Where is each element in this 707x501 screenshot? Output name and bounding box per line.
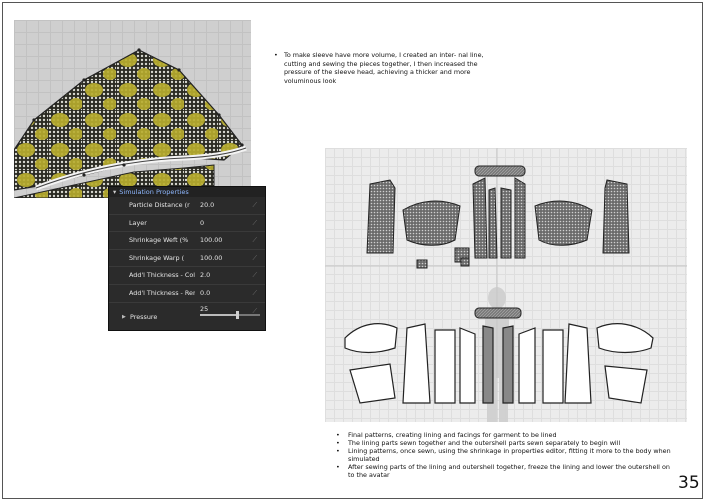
pattern-layout-screenshot [325, 148, 687, 422]
property-row[interactable]: Add'l Thickness - Ren 0.0 ⟋ [109, 285, 265, 303]
property-value[interactable]: 2.0 [200, 271, 211, 280]
note-item: Final patterns, creating lining and faci… [334, 431, 674, 440]
property-label: Particle Distance (r [129, 201, 190, 209]
panel-header[interactable]: ▾Simulation Properties [109, 187, 265, 197]
property-row[interactable]: Layer 0 ⟋ [109, 215, 265, 233]
sleeve-fabric-pattern [14, 48, 247, 198]
link-icon[interactable]: ⟋ [252, 201, 257, 209]
link-icon[interactable]: ⟋ [252, 236, 257, 245]
note-item: Lining patterns, once sewn, using the sh… [334, 447, 674, 464]
note-item: After sewing parts of the lining and out… [334, 463, 674, 480]
property-label: Add'l Thickness - Ren [129, 288, 195, 297]
property-label: Layer [129, 218, 147, 227]
pressure-value[interactable]: 25 [200, 304, 209, 313]
pressure-slider[interactable] [200, 310, 260, 319]
lining-notes: Final patterns, creating lining and faci… [334, 431, 674, 480]
page-number: 35 [678, 473, 700, 493]
slider-handle[interactable] [236, 310, 240, 319]
sleeve-note: To make sleeve have more volume, I creat… [272, 51, 502, 85]
property-label: Shrinkage Weft (% [129, 236, 189, 245]
slider-fill [200, 313, 238, 316]
link-icon[interactable]: ⟋ [252, 306, 257, 315]
collapse-triangle-icon[interactable]: ▾ [113, 188, 117, 196]
link-icon[interactable]: ⟋ [252, 271, 257, 280]
property-value[interactable]: 20.0 [200, 201, 215, 209]
sleeve-simulation-screenshot [14, 20, 251, 198]
property-label: Add'l Thickness - Collis [129, 271, 195, 280]
property-label: Shrinkage Warp ( [129, 253, 185, 262]
link-icon[interactable]: ⟋ [252, 288, 257, 297]
property-row[interactable]: Shrinkage Warp ( 100.00 ⟋ [109, 250, 265, 268]
pattern-pieces [325, 148, 687, 422]
property-value[interactable]: 100.00 [200, 236, 223, 245]
note-item: The lining parts sewn together and the o… [334, 439, 674, 448]
simulation-properties-panel: ▾Simulation Properties Particle Distance… [108, 186, 266, 331]
property-value[interactable]: 100.00 [200, 253, 223, 262]
property-row[interactable]: Shrinkage Weft (% 100.00 ⟋ [109, 232, 265, 250]
property-value[interactable]: 0 [200, 218, 205, 227]
panel-title: Simulation Properties [119, 188, 189, 196]
expand-arrow-icon[interactable]: ▶ [122, 313, 126, 320]
property-row[interactable]: Particle Distance (r 20.0 ⟋ [109, 197, 265, 215]
property-row[interactable]: Add'l Thickness - Collis 2.0 ⟋ [109, 267, 265, 285]
pressure-row[interactable]: ▶ Pressure 25 ⟋ [109, 303, 265, 325]
property-value[interactable]: 0.0 [200, 288, 211, 297]
link-icon[interactable]: ⟋ [252, 253, 257, 262]
note-text: To make sleeve have more volume, I creat… [272, 51, 502, 85]
pressure-label: Pressure [130, 312, 158, 321]
link-icon[interactable]: ⟋ [252, 218, 257, 227]
